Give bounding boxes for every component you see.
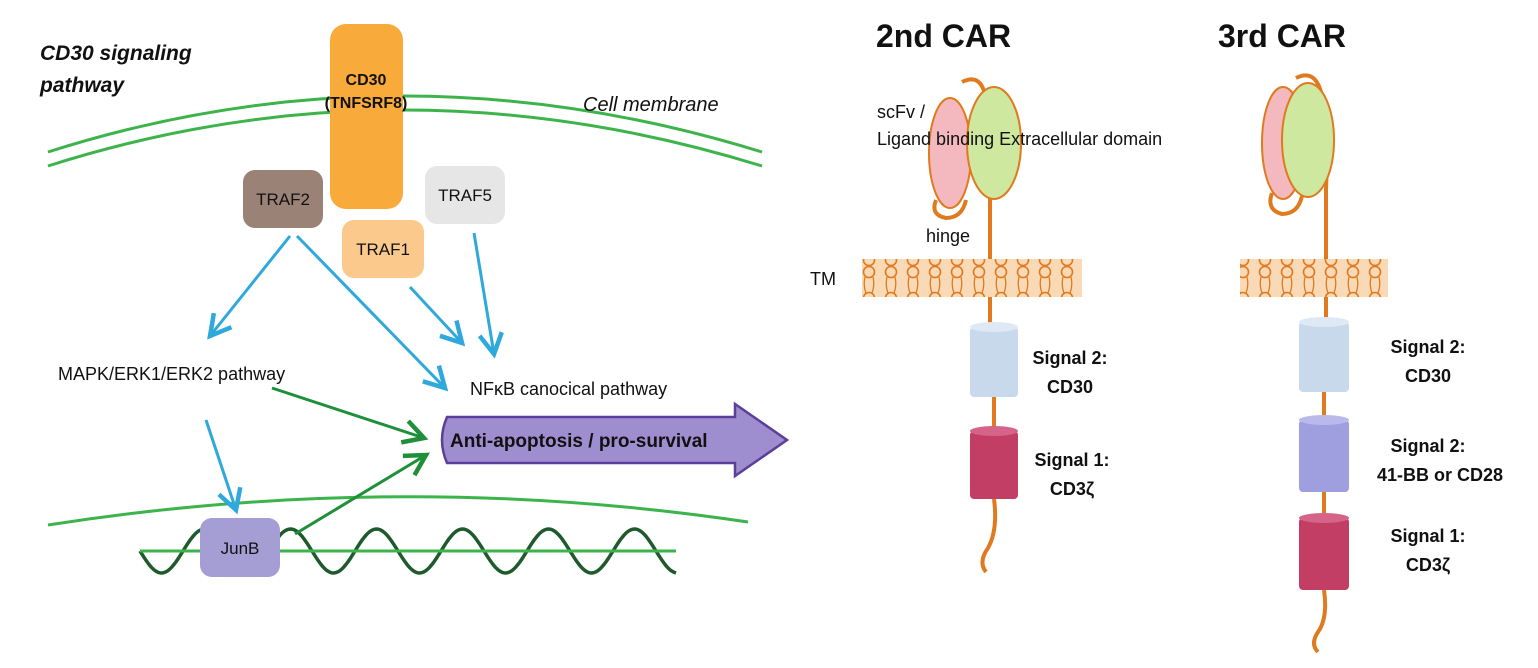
car2-title: 2nd CAR <box>876 18 1011 54</box>
effect-arrows <box>271 386 426 536</box>
car2-signal1-label: Signal 1: <box>1034 450 1109 470</box>
car2-scfv-vl <box>966 86 1022 200</box>
mapk-pathway-label: MAPK/ERK1/ERK2 pathway <box>58 364 285 384</box>
car2-cd3z-domain-top <box>970 426 1018 436</box>
car-panel: 2nd CAR scFv / Ligand binding Extracellu… <box>810 18 1503 654</box>
traf1-label: TRAF1 <box>356 240 410 259</box>
signaling-arrows <box>204 232 494 510</box>
cd30-receptor-sublabel: (TNFSRF8) <box>325 95 408 112</box>
outcome-label: Anti-apoptosis / pro-survival <box>450 431 708 452</box>
car3-signal1-label: Signal 1: <box>1390 526 1465 546</box>
arrow-traf2-to-mapk <box>210 235 292 336</box>
car2-signal2-label: Signal 2: <box>1032 348 1107 368</box>
hinge-label: hinge <box>926 226 970 246</box>
junb-box <box>200 518 280 577</box>
extracellular-domain-label: Ligand binding Extracellular domain <box>877 129 1162 149</box>
traf2-label: TRAF2 <box>256 190 310 209</box>
car3-signal1-name: CD3ζ <box>1406 555 1450 576</box>
pathway-title-line2: pathway <box>39 74 125 97</box>
car2-transmembrane <box>862 259 1082 297</box>
tm-label: TM <box>810 269 836 289</box>
arrow-traf2-to-nfkb <box>295 234 445 388</box>
traf5-label: TRAF5 <box>438 186 492 205</box>
cd30-receptor-label: CD30 <box>346 72 387 89</box>
car3-cd30-domain-top <box>1299 317 1349 327</box>
outcome-arrow <box>440 401 790 479</box>
car2-tail <box>980 498 998 574</box>
car3-scfv-vl <box>1281 82 1335 198</box>
arrow-junb-to-survival <box>294 455 426 536</box>
car2-cd30-domain-top <box>970 322 1018 332</box>
arrow-mapk-to-survival <box>271 386 424 438</box>
car3-signal2a-name: CD30 <box>1405 366 1451 386</box>
car3-costim-domain <box>1299 420 1349 492</box>
arrow-mapk-to-junb <box>204 419 236 510</box>
car2-hinge-loop <box>932 199 968 221</box>
car3-transmembrane <box>1240 259 1388 297</box>
car3-signal2b-label: Signal 2: <box>1390 436 1465 456</box>
arrow-traf5-to-nfkb <box>472 232 494 354</box>
traf1-box <box>342 220 424 278</box>
car2-cd30-domain <box>970 327 1018 397</box>
car3-signal2a-label: Signal 2: <box>1390 337 1465 357</box>
scfv-label: scFv / <box>877 102 925 122</box>
car3-tail <box>1312 589 1328 654</box>
pathway-panel: CD30 signaling pathway Cell membrane CD3… <box>39 24 790 577</box>
arrow-traf1-to-nfkb <box>408 285 462 343</box>
car2-cd3z-domain <box>970 431 1018 499</box>
junb-label: JunB <box>221 539 260 558</box>
traf5-box <box>425 166 505 224</box>
nuclear-membrane <box>47 495 749 527</box>
cd30-receptor <box>330 24 403 209</box>
car2-signal2-name: CD30 <box>1047 377 1093 397</box>
traf2-box <box>243 170 323 228</box>
cell-membrane-label: Cell membrane <box>583 94 719 116</box>
car3-costim-domain-top <box>1299 415 1349 425</box>
car3-cd3z-domain-top <box>1299 513 1349 523</box>
car2-signal1-name: CD3ζ <box>1050 479 1094 500</box>
car3-cd3z-domain <box>1299 518 1349 590</box>
car3-signal2b-name: 41-BB or CD28 <box>1377 465 1503 485</box>
nfkb-pathway-label: NFκB canocical pathway <box>470 379 667 399</box>
car2-scfv-vh <box>928 97 972 209</box>
pathway-title-line1: CD30 signaling <box>40 42 192 65</box>
car3-cd30-domain <box>1299 322 1349 392</box>
car3-title: 3rd CAR <box>1218 18 1346 54</box>
car3-hinge-loop <box>1268 192 1304 217</box>
